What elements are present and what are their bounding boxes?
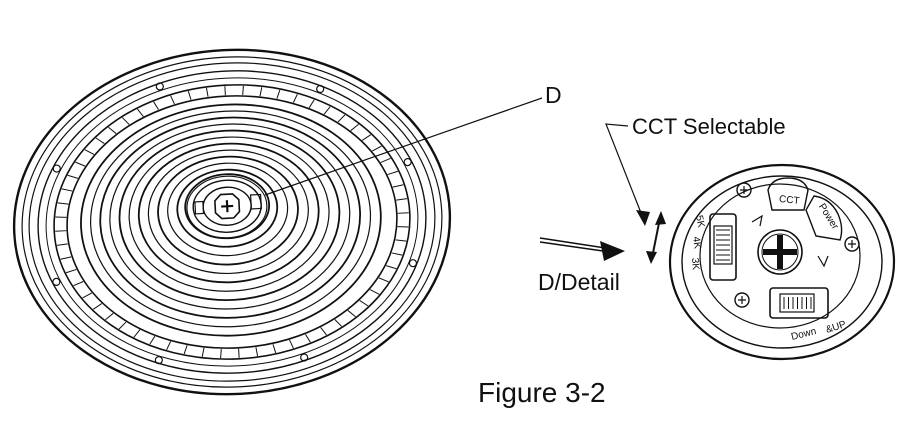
heat-sink-fins (55, 85, 409, 359)
callout-d-label: D (545, 82, 562, 108)
cct-button-label: CCT (778, 194, 800, 207)
detail-label: D/Detail (538, 269, 620, 295)
cct-leader-arrowhead (636, 210, 650, 226)
switch-label-5k: 5K (693, 214, 706, 229)
power-label-up: &UP (825, 319, 848, 336)
mounting-screws (52, 82, 418, 365)
cct-selectable-label: CCT Selectable (632, 114, 786, 139)
power-button-label: Power (816, 202, 841, 232)
power-slide-switch (769, 287, 829, 319)
heat-sink-rings (80, 103, 382, 337)
control-module-detail: CCT Power 5K 4K 3K (668, 163, 896, 361)
rotate-arrow-icon (646, 211, 666, 264)
switch-label-3k: 3K (689, 257, 701, 270)
cct-leader (605, 123, 644, 219)
module-screws (734, 182, 860, 308)
detail-arrow (539, 237, 625, 261)
cct-button: CCT (767, 177, 809, 211)
power-label-down: Down (790, 326, 817, 343)
switch-label-4k: 4K (690, 236, 703, 250)
figure-caption: Figure 3-2 (478, 377, 606, 408)
cct-slide-switch (709, 213, 737, 281)
fixture-drawing (12, 48, 452, 396)
center-screw-icon (757, 229, 803, 275)
power-button: Power (805, 195, 843, 241)
callout-d-leader (264, 97, 543, 196)
